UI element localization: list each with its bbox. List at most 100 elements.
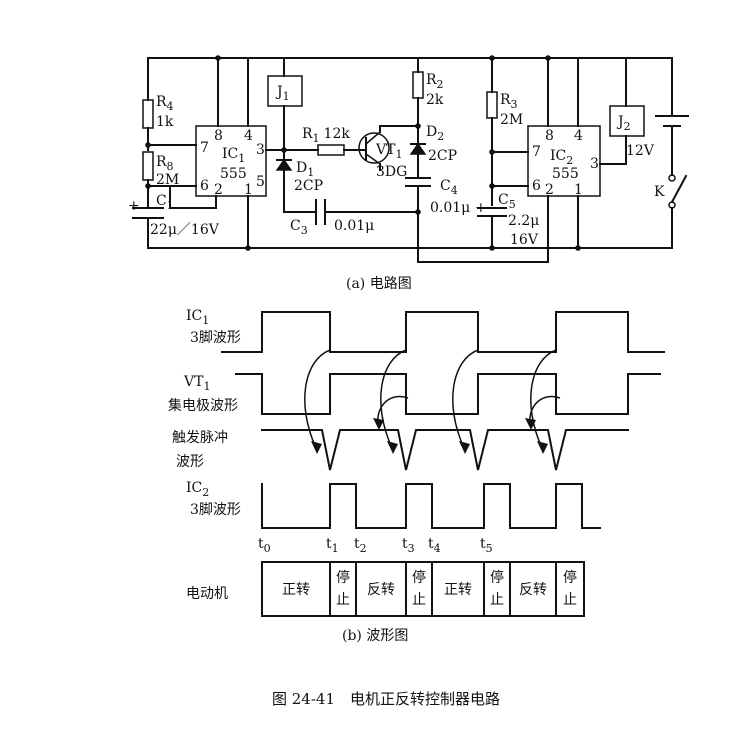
ic2-pin8: 8 <box>545 128 554 144</box>
ic2-wave-sub: 2 <box>202 486 209 499</box>
d1-diode <box>275 158 293 171</box>
r3-resistor <box>486 91 498 119</box>
motor-state-3-char-1: 止 <box>412 592 426 608</box>
svg-text:R4: R4 <box>156 94 174 113</box>
ic1-pin5: 5 <box>256 174 265 190</box>
c1-sub: 1 <box>167 199 174 212</box>
t2-label: t <box>354 536 360 552</box>
c5-name: C <box>498 192 509 208</box>
vt1-type: 3DG <box>376 164 407 180</box>
t4-label: t <box>428 536 434 552</box>
t1-sub: 1 <box>332 542 339 555</box>
ic1-waveform <box>221 311 665 353</box>
motor-state-6: 反转 <box>519 582 547 598</box>
ic1-wave-label: 3脚波形 <box>190 330 241 346</box>
r8-resistor <box>142 151 154 181</box>
ic1-pin4: 4 <box>244 128 253 144</box>
t3-label: t <box>402 536 408 552</box>
r2-resistor <box>412 71 424 99</box>
d2-type: 2CP <box>428 148 457 164</box>
c4-name: C <box>440 178 451 194</box>
c1-value: 22μ／16V <box>150 222 220 238</box>
c1-plus: + <box>128 198 140 214</box>
ic1-chip <box>195 125 267 197</box>
ic1-pin3: 3 <box>256 142 265 158</box>
svg-text:R3: R3 <box>500 92 518 111</box>
c4-value: 0.01μ <box>430 200 470 216</box>
c1-capacitor <box>132 189 164 227</box>
switch-label: K <box>654 184 665 200</box>
ic1-sub: 1 <box>238 152 245 165</box>
r3-name: R <box>500 92 511 108</box>
svg-text:C4: C4 <box>440 178 458 197</box>
c5-value: 2.2μ <box>508 213 539 229</box>
c3-sub: 3 <box>301 224 308 237</box>
j2-name: J <box>616 114 624 130</box>
c5-value2: 16V <box>510 232 539 248</box>
ic1-pin6: 6 <box>200 178 209 194</box>
motor-state-5-char-0: 停 <box>490 569 504 586</box>
c3-name: C <box>290 218 301 234</box>
trigger-waveform <box>261 429 629 471</box>
ic1-wave-name: IC <box>186 308 202 324</box>
svg-text:IC1: IC1 <box>222 146 245 165</box>
vt1-wave-name: VT <box>183 374 204 390</box>
motor-state-7-char-1: 止 <box>563 592 577 608</box>
t5-sub: 5 <box>486 542 493 555</box>
svg-text:R2: R2 <box>426 72 444 91</box>
r4-name: R <box>156 94 167 110</box>
ic2-wave-name: IC <box>186 480 202 496</box>
r8-value: 2M <box>156 172 179 188</box>
circuit-diagram: R4 1k R8 2M + C1 22μ／16V 8 4 7 3 6 5 2 1… <box>128 55 689 292</box>
svg-text:t4: t4 <box>428 536 441 555</box>
r3-sub: 3 <box>511 98 518 111</box>
r1-sub: 1 <box>313 132 320 145</box>
waveform-diagram: IC1 3脚波形 VT1 集电极波形 触发脉冲 波形 IC2 3脚波形 <box>168 308 665 644</box>
c5-plus: + <box>475 200 487 216</box>
j2-sub: 2 <box>624 120 631 133</box>
ic2-pin6: 6 <box>532 178 541 194</box>
c3-capacitor <box>315 199 419 225</box>
t4-sub: 4 <box>434 542 441 555</box>
ic1-pin7: 7 <box>200 140 209 156</box>
supply-label: 12V <box>626 143 655 159</box>
svg-text:t2: t2 <box>354 536 367 555</box>
battery-12v <box>655 115 689 155</box>
d1-sub: 1 <box>307 166 314 179</box>
svg-text:C1: C1 <box>156 193 174 212</box>
ic2-sub: 2 <box>566 154 573 167</box>
motor-state-5-char-1: 止 <box>490 592 504 608</box>
motor-state-0: 正转 <box>282 582 310 598</box>
ic1-pin2: 2 <box>214 182 223 198</box>
junction-dots <box>145 55 581 251</box>
svg-text:R8: R8 <box>156 154 174 173</box>
timing-arrows <box>304 349 561 454</box>
c5-capacitor <box>477 207 507 249</box>
t2-sub: 2 <box>360 542 367 555</box>
motor-state-3-char-0: 停 <box>412 569 426 586</box>
r2-name: R <box>426 72 437 88</box>
ic1-pin1: 1 <box>244 182 253 198</box>
t3-sub: 3 <box>408 542 415 555</box>
svg-text:t5: t5 <box>480 536 493 555</box>
ic2-wave-label: 3脚波形 <box>190 502 241 518</box>
r1-resistor <box>317 144 345 156</box>
vt1-wave-label: 集电极波形 <box>168 397 238 414</box>
svg-text:VT1: VT1 <box>183 374 210 393</box>
j1-name: J <box>275 84 283 100</box>
svg-text:t3: t3 <box>402 536 415 555</box>
r4-value: 1k <box>156 114 174 130</box>
ic2-pin3: 3 <box>590 156 599 172</box>
ic1-chip-label: 555 <box>220 166 247 182</box>
d2-sub: 2 <box>437 130 444 143</box>
svg-text:t0: t0 <box>258 536 271 555</box>
ic1-pin8: 8 <box>214 128 223 144</box>
motor-state-7-char-0: 停 <box>563 569 577 586</box>
r2-sub: 2 <box>437 78 444 91</box>
motor-state-1-char-0: 停 <box>336 569 350 586</box>
vt1-name: VT <box>375 142 396 158</box>
svg-text:J2: J2 <box>616 114 631 133</box>
r3-value: 2M <box>500 112 523 128</box>
